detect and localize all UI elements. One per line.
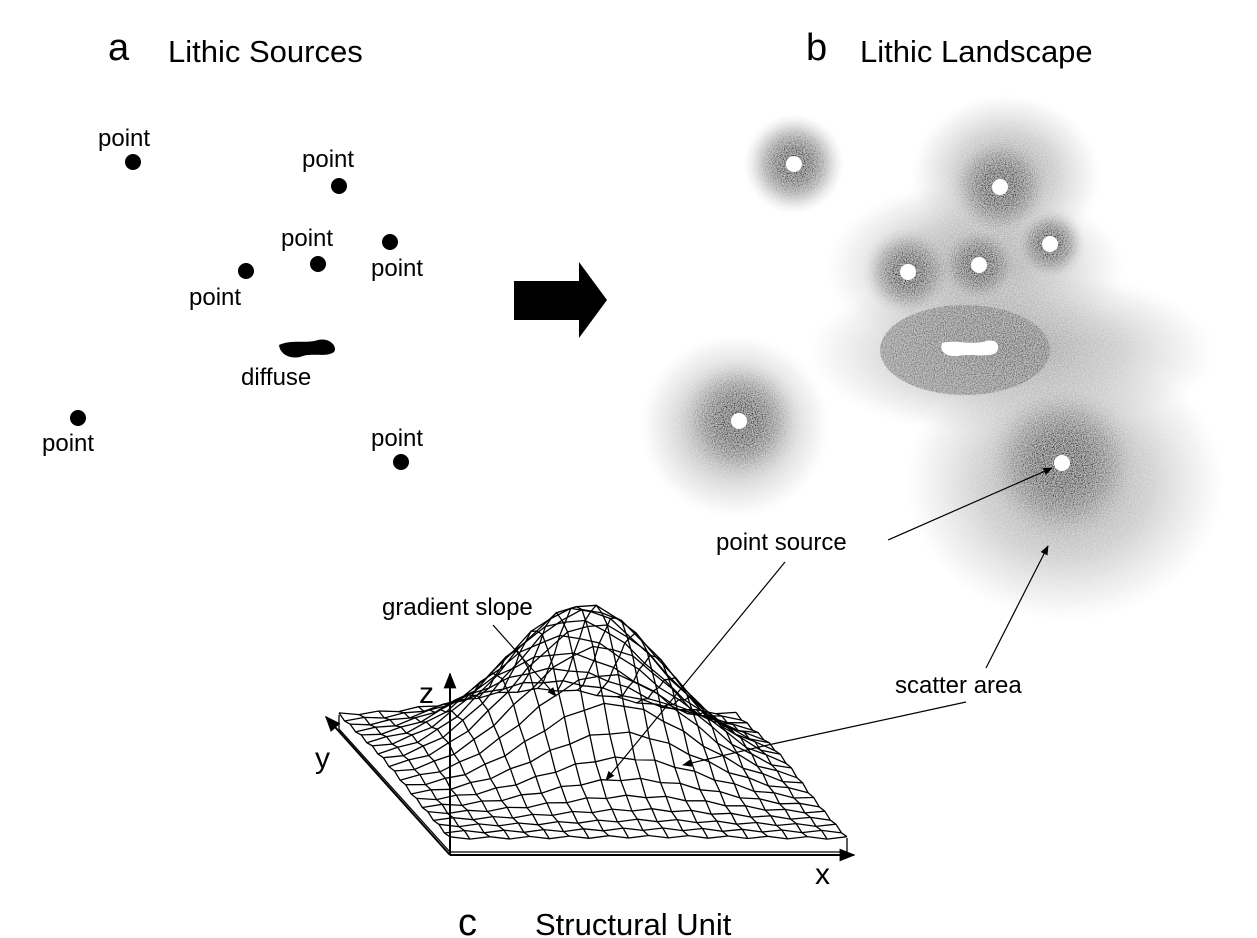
- mesh-line: [576, 617, 689, 837]
- scatter-area-leader-c: [767, 701, 967, 746]
- mesh-line: [715, 713, 828, 840]
- point-label: point: [98, 125, 150, 152]
- mesh-line: [338, 712, 451, 838]
- diffuse-source: diffuse: [241, 339, 336, 391]
- landscape-point-1: [786, 156, 802, 172]
- landscape-point-3: [1042, 236, 1058, 252]
- mesh-line: [358, 714, 471, 840]
- point-source-4: point: [371, 234, 423, 282]
- landscape-diffuse: [941, 340, 999, 357]
- point-source-7: point: [371, 425, 423, 470]
- panel-c: z y x c Structural Unit: [315, 604, 856, 938]
- mesh-line: [497, 630, 610, 837]
- panel-c-title: Structural Unit: [535, 907, 732, 938]
- mesh-line: [695, 709, 808, 838]
- mesh-line: [616, 654, 729, 837]
- mesh-line: [405, 702, 803, 786]
- panel-b: b Lithic Landscape: [640, 27, 1225, 622]
- panel-a-title: Lithic Sources: [168, 34, 363, 69]
- mesh-line: [417, 706, 530, 837]
- annotations: point source gradient slope scatter area: [382, 467, 1053, 781]
- mesh-line: [735, 712, 848, 838]
- mesh-line: [477, 649, 590, 839]
- mesh-line: [398, 710, 511, 840]
- point-source-3: point: [281, 225, 333, 272]
- landscape-density: [640, 94, 1225, 622]
- landscape-point-4: [971, 257, 987, 273]
- surface-mesh: [338, 604, 848, 853]
- point-label: point: [281, 225, 333, 252]
- y-axis: [324, 715, 451, 856]
- point-label: point: [189, 284, 241, 311]
- scatter-area-leader-peak: [682, 744, 769, 767]
- point-source-leader-b: [887, 467, 1053, 541]
- landscape-point-7: [1054, 455, 1070, 471]
- panel-b-letter: b: [806, 27, 827, 69]
- point-source-6: point: [42, 410, 94, 457]
- y-axis-label: y: [315, 742, 330, 775]
- mesh-line: [656, 696, 769, 837]
- point-source-label: point source: [716, 529, 847, 556]
- panel-b-title: Lithic Landscape: [860, 34, 1093, 69]
- mesh-line: [355, 652, 753, 733]
- landscape-point-5: [900, 264, 916, 280]
- mesh-line: [596, 631, 709, 839]
- scatter-area-label: scatter area: [895, 672, 1022, 699]
- point-label: point: [371, 255, 423, 282]
- point-label: point: [42, 430, 94, 457]
- point-label: point: [302, 146, 354, 173]
- mesh-line: [438, 693, 550, 840]
- z-axis-label: z: [419, 677, 434, 710]
- scatter-area-leader-b: [985, 545, 1049, 669]
- point-source-leader-c: [605, 561, 786, 781]
- diffuse-label: diffuse: [241, 364, 311, 391]
- point-source-2: point: [302, 146, 354, 194]
- mesh-line: [377, 604, 776, 755]
- landscape-point-6: [731, 413, 747, 429]
- panel-c-letter: c: [458, 902, 477, 938]
- point-source-1: point: [98, 125, 150, 170]
- gradient-slope-label: gradient slope: [382, 594, 533, 621]
- landscape-point-2: [992, 179, 1008, 195]
- panel-a: a Lithic Sources point point point point…: [42, 27, 423, 470]
- mesh-line: [378, 710, 491, 838]
- mesh-line: [458, 671, 570, 837]
- mesh-line: [636, 676, 749, 839]
- gradient-slope-leader: [492, 624, 557, 697]
- point-label: point: [371, 425, 423, 452]
- x-axis-label: x: [815, 858, 830, 891]
- transition-arrow: [514, 262, 607, 338]
- mesh-line: [537, 606, 649, 836]
- mesh-line: [676, 709, 789, 840]
- mesh-line: [388, 624, 787, 768]
- point-source-5: point: [189, 263, 254, 311]
- mesh-line: [556, 604, 669, 839]
- panel-a-letter: a: [108, 27, 130, 69]
